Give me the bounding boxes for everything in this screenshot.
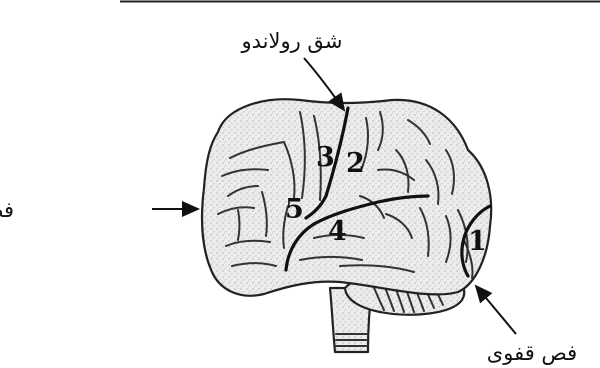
region-number-2: 2	[346, 148, 365, 179]
occipital-lobe-label: فص قفوى	[487, 341, 577, 365]
central-sulcus-label: شق رولاندو	[240, 29, 342, 53]
region-number-1: 1	[468, 226, 487, 257]
region-number-5: 5	[285, 194, 304, 225]
occipital-lobe-arrow	[476, 286, 516, 334]
region-number-4: 4	[328, 216, 347, 247]
frontal-lobe-label: فص جبهي	[0, 198, 14, 222]
region-number-3: 3	[316, 142, 335, 173]
